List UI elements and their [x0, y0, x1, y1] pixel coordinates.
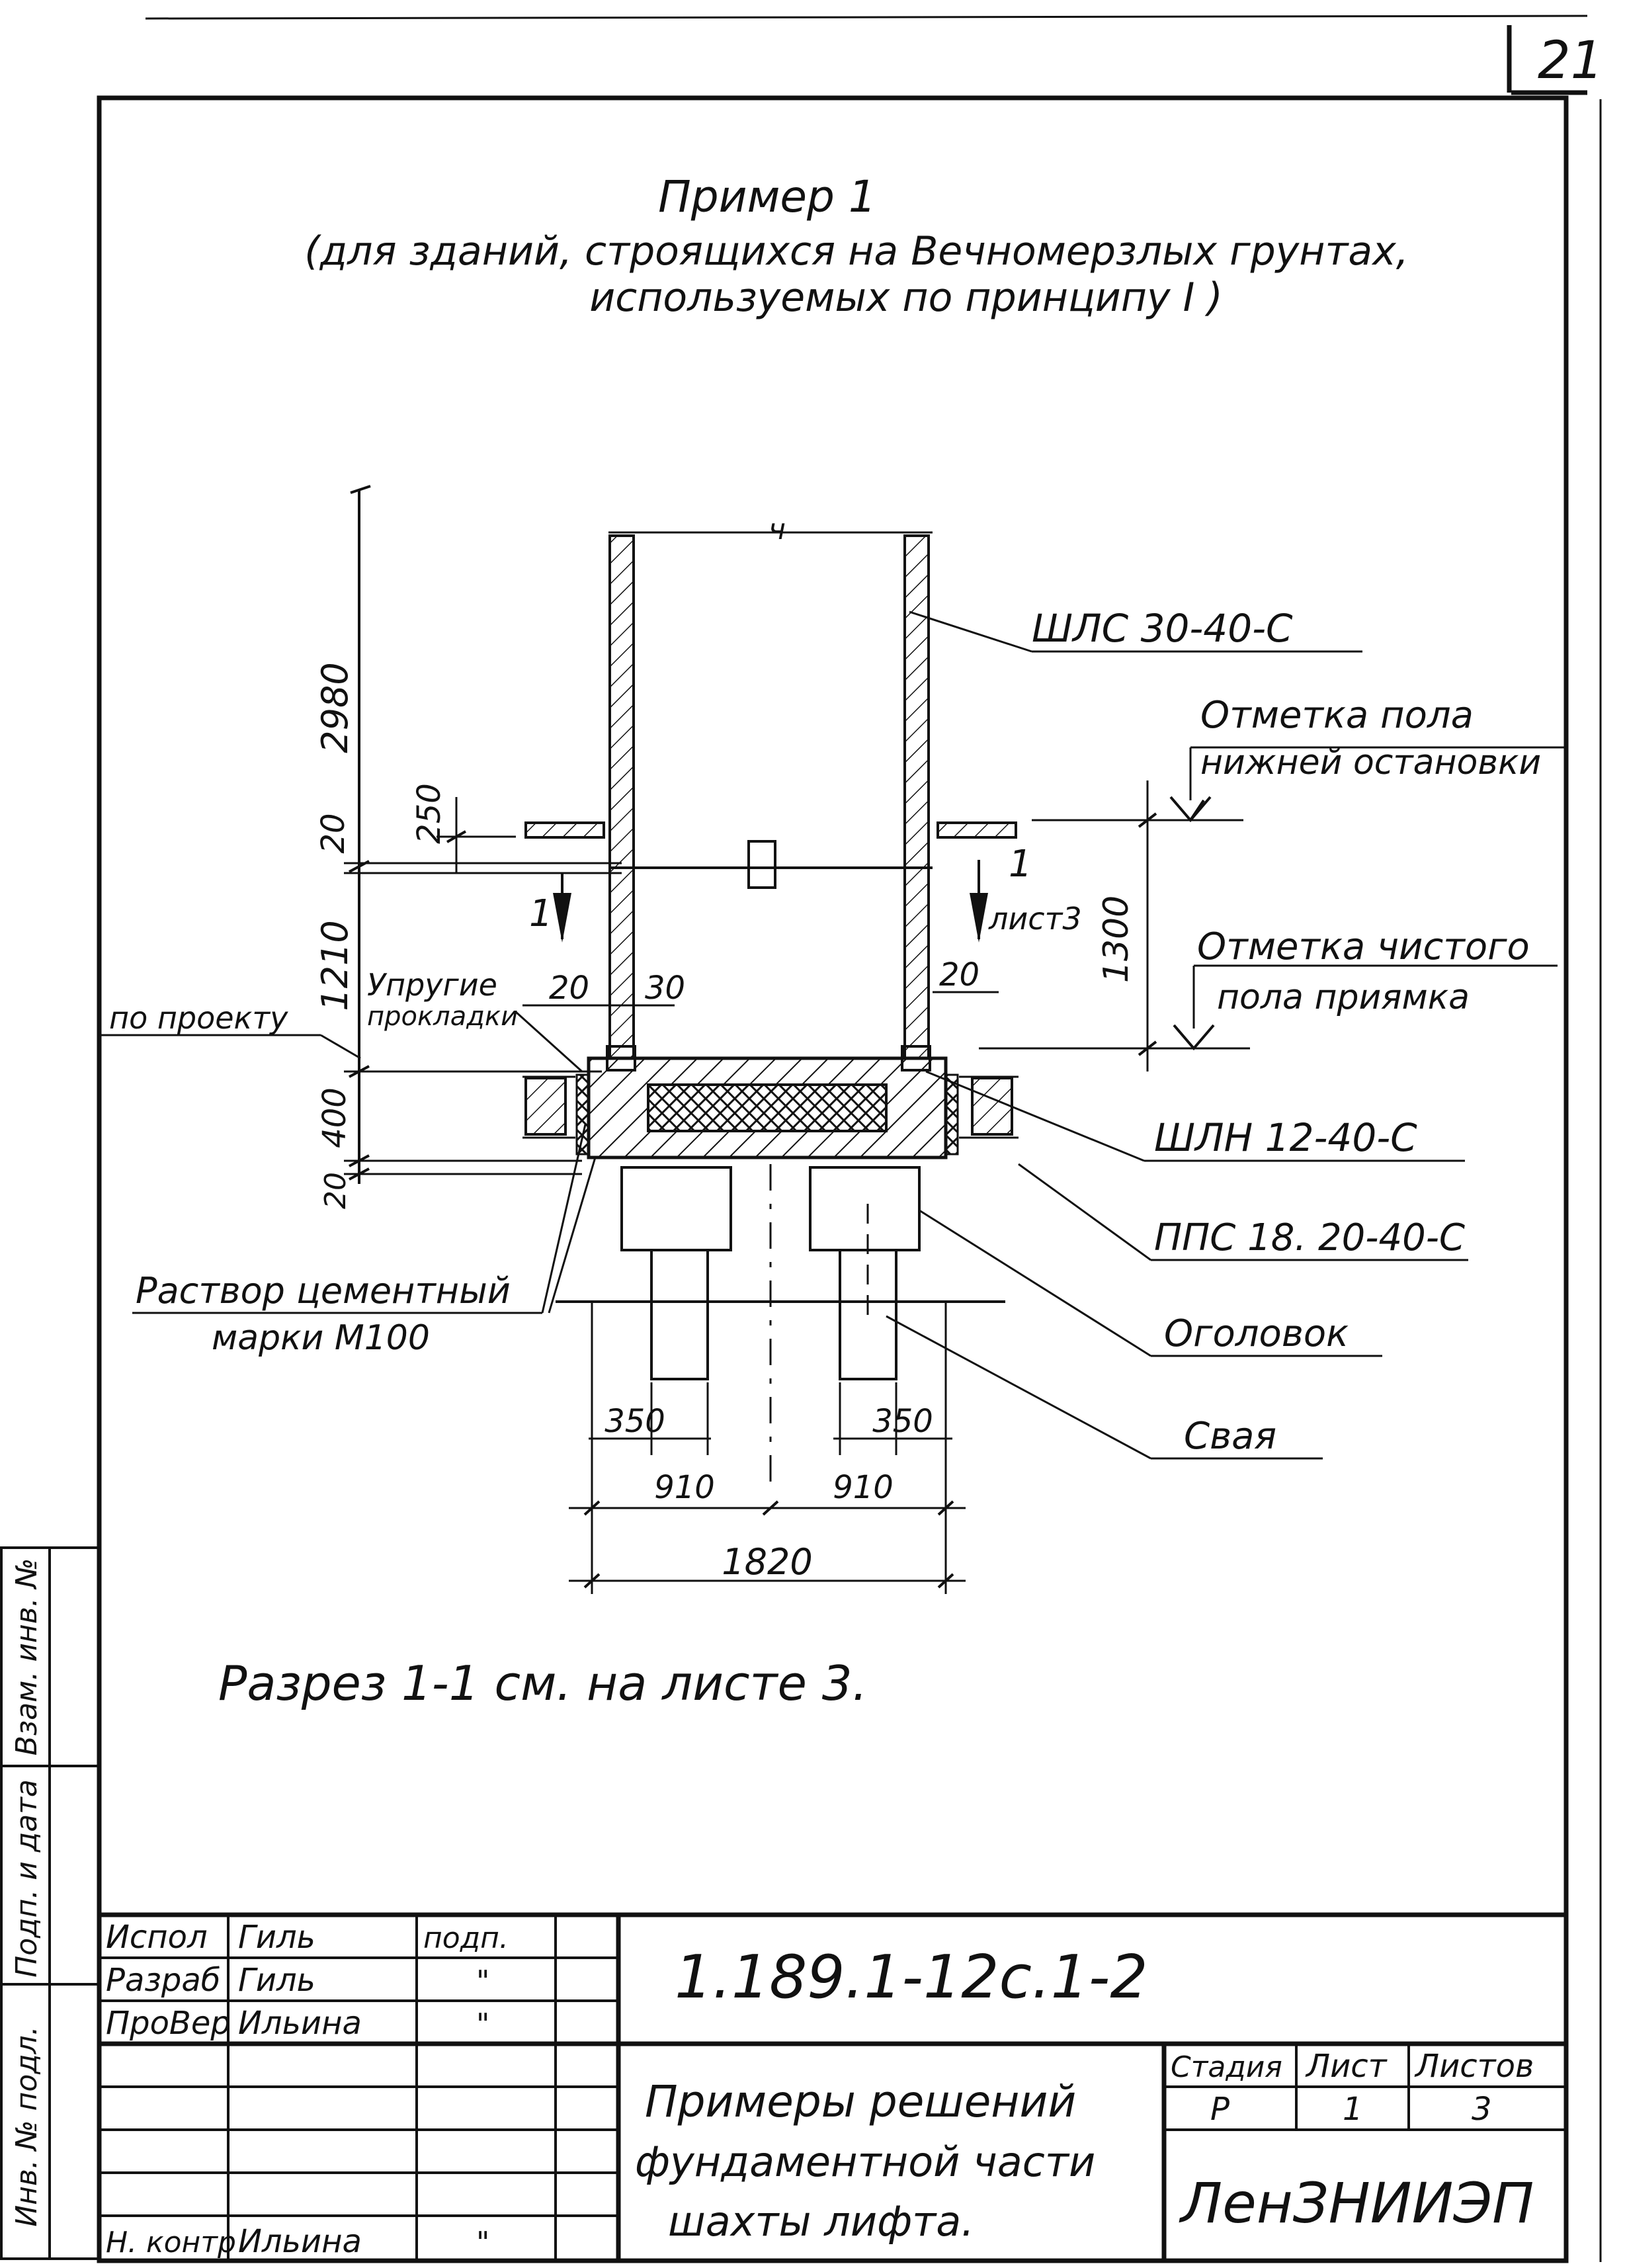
wall-panel-label: ШЛС 30-40-С	[1032, 606, 1293, 651]
sheet-number: 21	[1538, 31, 1603, 91]
tb-role-1: Испол	[106, 1919, 208, 1956]
description-line-1: Примеры решений	[645, 2076, 1076, 2127]
left-dimension-chain	[344, 485, 622, 1184]
elastic-label-2: прокладки	[367, 1001, 518, 1032]
dim-30: 30	[645, 970, 685, 1007]
floor-stop-label-2: нижней остановки	[1200, 743, 1541, 782]
mortar-label-1: Раствор цементный	[136, 1270, 511, 1312]
stamp-inv-no: Инв. № подл.	[10, 2026, 44, 2227]
foundation	[522, 1056, 1019, 1488]
tb-name-3: Ильина	[238, 2005, 362, 2042]
tb-sign-7: "	[476, 2226, 489, 2259]
dim-1300: 1300	[1097, 896, 1136, 983]
stage-value: Р	[1210, 2091, 1229, 2128]
section-mark-left: 1	[529, 892, 553, 935]
dim-20-h-left: 20	[549, 970, 589, 1007]
dim-910-left: 910	[654, 1469, 715, 1506]
pit-floor-label-2: пола приямка	[1217, 978, 1470, 1017]
pit-floor-label-1: Отметка чистого	[1197, 925, 1530, 968]
tb-role-3: ПроВер	[106, 2005, 231, 2042]
dim-2980: 2980	[314, 662, 356, 753]
tb-name-2: Гиль	[238, 1962, 315, 1999]
title: Пример 1 (для зданий, строящихся на Вечн…	[304, 171, 1409, 321]
tb-sign-1: подп.	[423, 1921, 509, 1955]
right-dimension-1300	[979, 780, 1250, 1071]
sheet-value: 1	[1343, 2091, 1363, 2128]
dim-910-right: 910	[833, 1469, 894, 1506]
dim-20-bottom: 20	[319, 1172, 353, 1209]
stamp-replace-inv: Взам. инв. №	[10, 1558, 44, 1756]
sheets-header: Листов	[1414, 2048, 1534, 2085]
tb-role-7: Н. контр	[106, 2226, 236, 2259]
dim-250: 250	[411, 783, 448, 844]
section-mark-right: 1	[1009, 843, 1032, 886]
dim-400: 400	[316, 1087, 353, 1148]
elastic-label-1: Упругие	[367, 967, 497, 1003]
dim-350-right: 350	[872, 1403, 933, 1440]
section-arrows	[553, 860, 988, 943]
doc-code: 1.189.1-12с.1-2	[675, 1943, 1148, 2012]
mortar-label-2: марки М100	[212, 1318, 430, 1358]
base-panel-label: ШЛН 12-40-С	[1154, 1115, 1417, 1160]
tb-sign-3: "	[476, 2007, 489, 2041]
dim-1210: 1210	[314, 920, 356, 1011]
by-project-label: по проекту	[109, 1000, 288, 1036]
organization: ЛенЗНИИЭП	[1179, 2171, 1534, 2236]
section-note: Разрез 1-1 см. на листе 3.	[218, 1656, 867, 1711]
leader-lines	[99, 610, 1468, 1460]
side-stamp	[0, 1546, 101, 2260]
title-line-2: (для зданий, строящихся на Вечномерзлых …	[304, 228, 1409, 274]
slab-label: ППС 18. 20-40-С	[1154, 1216, 1465, 1259]
floor-stop-label-1: Отметка пола	[1200, 694, 1474, 737]
description-line-3: шахты лифта.	[668, 2197, 974, 2246]
tb-sign-2: "	[476, 1964, 489, 1998]
description-line-2: фундаментной части	[635, 2138, 1095, 2186]
title-line-1: Пример 1	[658, 171, 876, 222]
dim-350-left: 350	[604, 1403, 665, 1440]
sheet-ref: лист3	[988, 901, 1082, 937]
title-block	[99, 1912, 1566, 2261]
bottom-dimensions	[569, 1303, 966, 1594]
cap-label: Оголовок	[1164, 1312, 1349, 1355]
tb-name-1: Гиль	[238, 1919, 315, 1956]
dim-20-h-right: 20	[939, 956, 979, 993]
axis-mark: ч	[769, 513, 786, 546]
dim-20-top: 20	[315, 813, 352, 853]
level-markers	[1169, 746, 1564, 1051]
pile-label: Свая	[1184, 1415, 1276, 1458]
tb-name-7: Ильина	[238, 2223, 362, 2260]
sheet-header: Лист	[1305, 2048, 1388, 2085]
tb-role-2: Разраб	[106, 1962, 220, 1999]
sheet-frame	[97, 15, 1602, 2263]
title-line-3: используемых по принципу I )	[589, 274, 1223, 321]
sheets-value: 3	[1472, 2091, 1492, 2128]
dim-1820: 1820	[722, 1541, 812, 1583]
shaft-walls	[524, 531, 1017, 1071]
stage-header: Стадия	[1171, 2050, 1282, 2084]
stamp-sign-date: Подп. и дата	[10, 1779, 44, 1978]
